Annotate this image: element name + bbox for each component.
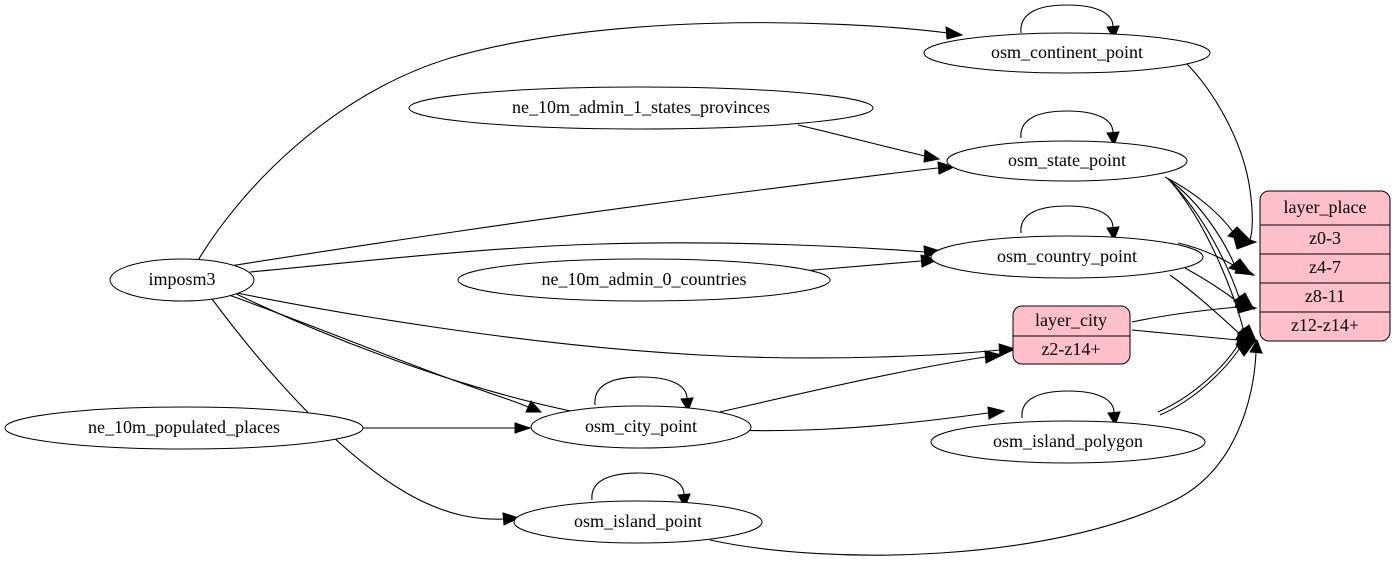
- imposm3-ellipse[interactable]: [109, 258, 255, 302]
- arrowhead-ne-states-osm-state-point: [923, 149, 941, 163]
- osm-country-point-ellipse[interactable]: [930, 235, 1204, 279]
- layer-place-row-z0-3[interactable]: z0-3: [1309, 228, 1341, 248]
- edge-imposm3-to-osm-city-point: [225, 293, 529, 408]
- edge-osm-island-polygon-to-layer-place-z12-z14-b: [1157, 344, 1239, 413]
- edge-osm-state-point-to-layer-place-z0-3: [1164, 176, 1234, 233]
- edge-osm-island-polygon-to-layer-place-z12-z14: [1159, 347, 1241, 416]
- edge-layer-city-to-layer-place-z8-11: [1131, 306, 1239, 323]
- layer-place-row-z4-7[interactable]: z4-7: [1309, 257, 1341, 277]
- selfloop-osm-continent-point: [1020, 4, 1114, 34]
- arrowhead-state-z0-3: [1227, 226, 1254, 243]
- arrowhead-layer-city-z8-11: [1237, 300, 1258, 314]
- arrowhead-ne-populated-osm-city-point: [514, 422, 532, 434]
- ne-states-label: ne_10m_admin_1_states_provinces: [512, 97, 770, 117]
- layer-place-box[interactable]: [1259, 190, 1391, 342]
- node-osm-city-point[interactable]: osm_city_point: [530, 405, 752, 449]
- arrowhead-selfloop-osm-island-polygon: [1107, 411, 1121, 427]
- node-layer: osm_continent_point ne_10m_admin_1_state…: [4, 32, 1391, 544]
- layer-city-row-z2-z14[interactable]: z2-z14+: [1041, 339, 1100, 359]
- selfloop-osm-city-point: [594, 376, 688, 406]
- arrowhead-imposm3-osm-state-point: [937, 161, 956, 175]
- edge-osm-state-point-to-layer-place-z4-7: [1167, 178, 1236, 267]
- edge-osm-country-point-to-layer-place-z4-7: [1177, 242, 1239, 269]
- layer-place-title: layer_place: [1284, 197, 1367, 217]
- osm-island-point-ellipse[interactable]: [513, 500, 763, 544]
- arrowhead-selfloop-osm-continent-point: [1106, 25, 1120, 41]
- node-ne-10m-admin-1-states-provinces[interactable]: ne_10m_admin_1_states_provinces: [408, 86, 874, 130]
- edge-osm-country-point-to-layer-place-z12-z14: [1169, 274, 1241, 335]
- edge-osm-island-point-to-layer-place-z12-z14: [709, 351, 1257, 556]
- ne-populated-ellipse[interactable]: [4, 406, 364, 450]
- osm-state-point-ellipse[interactable]: [946, 140, 1188, 182]
- arrowhead-selfloop-osm-state-point: [1106, 131, 1120, 147]
- layer-city-title: layer_city: [1035, 310, 1107, 330]
- arrowhead-imposm3-osm-continent-point: [945, 26, 964, 40]
- arrowhead-selfloop-osm-island-point: [677, 493, 691, 509]
- arrowhead-country-z4-7: [1234, 262, 1256, 276]
- osm-continent-point-label: osm_continent_point: [991, 42, 1143, 62]
- record-layer-city[interactable]: layer_city z2-z14+: [1012, 305, 1131, 365]
- osm-island-polygon-ellipse[interactable]: [930, 420, 1206, 464]
- ne-populated-label: ne_10m_populated_places: [88, 417, 280, 437]
- edge-osm-continent-point-to-layer-place-z0-3: [1184, 61, 1253, 241]
- node-ne-10m-admin-0-countries[interactable]: ne_10m_admin_0_countries: [457, 258, 831, 302]
- edge-ne-states-to-osm-state-point: [797, 124, 926, 157]
- osm-state-point-label: osm_state_point: [1008, 150, 1126, 170]
- arrowhead-imposm3-osm-island-polygon: [987, 406, 1006, 420]
- edge-imposm3-to-osm-country-point: [249, 242, 926, 273]
- node-osm-island-polygon[interactable]: osm_island_polygon: [930, 420, 1206, 464]
- arrowhead-imposm3-osm-city-point: [525, 400, 543, 413]
- osm-continent-point-ellipse[interactable]: [923, 32, 1211, 74]
- arrowhead-island-point-z12-z14: [1249, 338, 1263, 354]
- arrowhead-selfloop-osm-country-point: [1106, 226, 1120, 242]
- layer-city-box[interactable]: [1012, 305, 1131, 365]
- osm-city-point-label: osm_city_point: [585, 416, 697, 436]
- arrowhead-imposm3-osm-island-point: [502, 512, 521, 526]
- arrowhead-ne-countries-osm-country-point: [920, 254, 939, 268]
- edge-imposm3-to-layer-city: [231, 291, 1001, 359]
- layer-place-row-z8-11[interactable]: z8-11: [1305, 286, 1345, 306]
- imposm3-label: imposm3: [148, 269, 215, 289]
- arrowhead-imposm3-layer-city: [998, 343, 1017, 357]
- osm-country-point-label: osm_country_point: [997, 246, 1137, 266]
- edge-imposm3-to-osm-island-point: [211, 298, 506, 520]
- node-osm-state-point[interactable]: osm_state_point: [946, 140, 1188, 182]
- selfloop-osm-island-point: [591, 472, 685, 501]
- ne-countries-label: ne_10m_admin_0_countries: [542, 269, 747, 289]
- arrowhead-selfloop-osm-city-point: [680, 397, 694, 413]
- edge-imposm3-to-osm-continent-point: [196, 22, 949, 263]
- node-osm-continent-point[interactable]: osm_continent_point: [923, 32, 1211, 74]
- ne-countries-ellipse[interactable]: [457, 258, 831, 302]
- edge-layer: [196, 4, 1263, 556]
- selfloop-osm-island-polygon: [1021, 390, 1115, 419]
- node-ne-10m-populated-places[interactable]: ne_10m_populated_places: [4, 406, 364, 450]
- edge-imposm3-to-osm-state-point: [223, 167, 939, 268]
- arrowhead-osm-city-point-layer-city: [984, 350, 1004, 364]
- edge-osm-state-point-to-layer-place-z8-11: [1169, 180, 1241, 301]
- edge-osm-country-point-to-layer-place-z8-11: [1184, 267, 1239, 303]
- record-layer-place[interactable]: layer_place z0-3 z4-7 z8-11 z12-z14+: [1259, 190, 1391, 342]
- layer-place-row-z12-z14[interactable]: z12-z14+: [1291, 315, 1359, 335]
- node-imposm3[interactable]: imposm3: [109, 258, 255, 302]
- osm-city-point-ellipse[interactable]: [530, 405, 752, 449]
- edge-osm-state-point-to-layer-place-z12-z14: [1171, 182, 1245, 333]
- arrowhead-island-polygon-z12-z14: [1235, 340, 1257, 357]
- osm-island-point-label: osm_island_point: [574, 511, 702, 531]
- selfloop-osm-state-point: [1020, 110, 1114, 139]
- selfloop-osm-country-point: [1020, 205, 1114, 234]
- edge-osm-city-point-to-layer-city: [719, 356, 986, 413]
- node-osm-country-point[interactable]: osm_country_point: [930, 235, 1204, 279]
- edge-layer-city-to-layer-place-z12-z14: [1131, 329, 1239, 341]
- ne-states-ellipse[interactable]: [408, 86, 874, 130]
- osm-island-polygon-label: osm_island_polygon: [993, 431, 1143, 451]
- node-osm-island-point[interactable]: osm_island_point: [513, 500, 763, 544]
